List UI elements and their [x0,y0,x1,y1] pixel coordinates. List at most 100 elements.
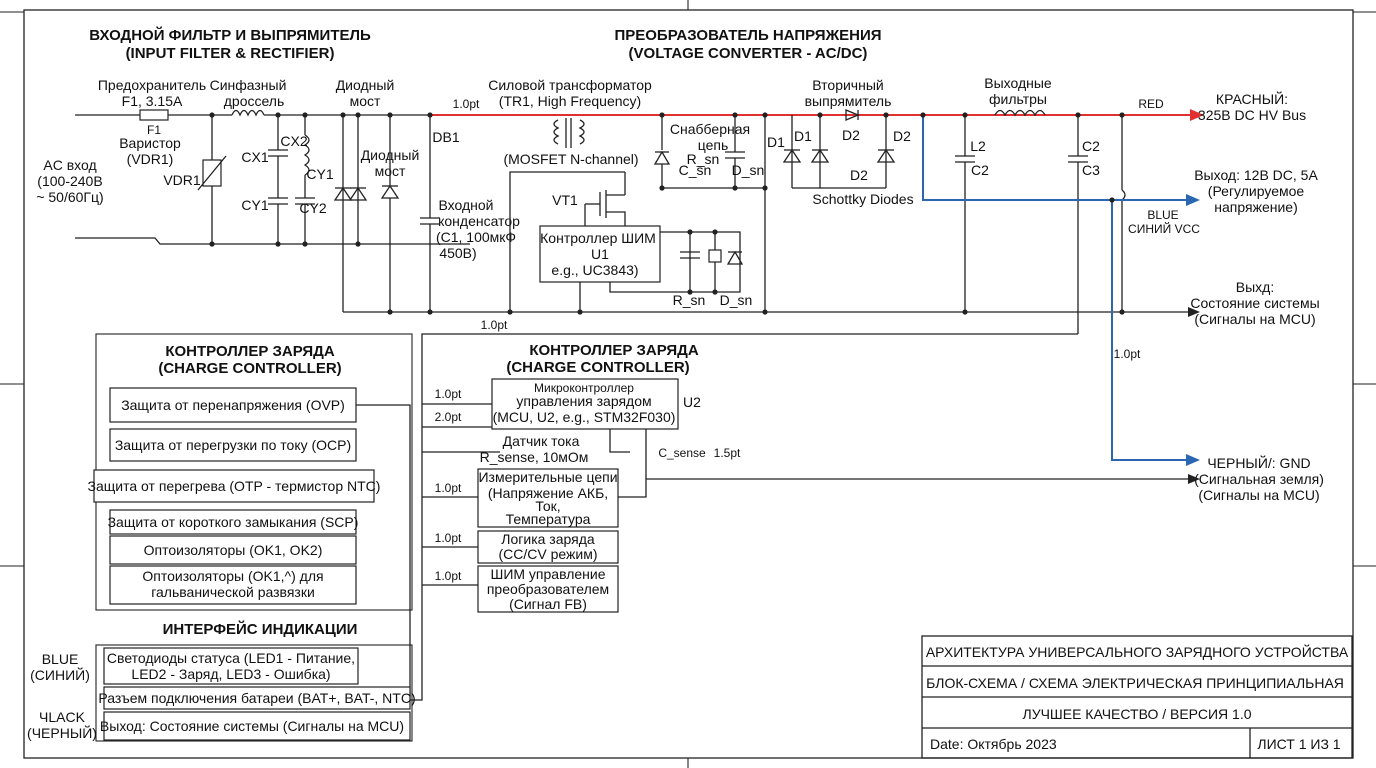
ac-input-range: (100-240В [37,173,102,189]
mcu-label: Микроконтроллер [534,381,634,395]
pt-2: 2.0pt [435,410,462,424]
ovp-label: Защита от перенапряжения (OVP) [121,397,345,413]
v12-output-sub: (Регулируемое [1208,183,1305,199]
bridge1-label-2: мост [350,93,381,109]
indication-title: ИНТЕРФЕЙС ИНДИКАЦИИ [163,620,358,638]
vdr1-label: VDR1 [163,172,201,188]
varistor-label: Варистор [119,135,181,151]
pt-top: 1.0pt [453,97,480,111]
charge-controller-left: КОНТРОЛЛЕР ЗАРЯДА (CHARGE CONTROLLER) За… [88,333,413,700]
mosfet-label: (MOSFET N-channel) [503,151,638,167]
c2b-label: C2 [1082,138,1100,154]
ovp-block [109,387,357,423]
l2-label: L2 [970,138,986,154]
section-titles: ВХОДНОЙ ФИЛЬТР И ВЫПРЯМИТЕЛЬ (INPUT FILT… [89,26,881,62]
secondary-diodes [764,109,896,312]
title-block-title: АРХИТЕКТУРА УНИВЕРСАЛЬНОГО ЗАРЯДНОГО УСТ… [926,643,1349,660]
pt-3: 1.0pt [435,481,462,495]
red-output-value: 325В DC HV Bus [1198,107,1306,123]
pt-bottom: 1.0pt [481,318,508,332]
transformer-ref: (TR1, High Frequency) [499,93,641,109]
bridge2-diode [380,184,400,199]
d1a-label: D1 [767,134,785,150]
fuse-label: Предохранитель [98,77,206,93]
c3-label: C3 [1082,162,1100,178]
db1-label: DB1 [432,129,459,145]
battery-connector-label: Разъем подключения батареи (BAT+, BAT-, … [98,690,415,706]
schottky-label: Schottky Diodes [812,191,913,207]
battery-connector-block [103,686,411,710]
isolation-label: Оптоизоляторы (OK1,^) для [142,568,323,584]
charge-left-subtitle: (CHARGE CONTROLLER) [158,360,341,377]
charge-left-title: КОНТРОЛЛЕР ЗАРЯДА [165,343,334,360]
mcu-label-3: (MCU, U2, e.g., STM32F030) [493,409,676,425]
transformer-symbol [553,118,585,148]
scp-label: Защита от короткого замыкания (SCP) [108,514,359,530]
cy1a-label: CY1 [241,197,268,213]
pwm-control-label-2: преобразователем [487,581,609,597]
secondary-rectifier-label-2: выпрямитель [805,93,892,109]
input-section-title: ВХОДНОЙ ФИЛЬТР И ВЫПРЯМИТЕЛЬ [89,26,371,44]
cx1-label: CX1 [241,149,268,165]
cy1b-label: CY1 [306,166,333,182]
black-label-2: (ЧЕРНЫЙ) [27,724,97,741]
red-output-title: КРАСНЫЙ: [1216,90,1288,107]
charge-logic-mode: (CC/CV режим) [499,546,598,562]
blue-label-2: (СИНИЙ) [30,666,90,683]
charge-mid-subtitle: (CHARGE CONTROLLER) [506,359,689,376]
input-cap-voltage: 450В) [439,245,476,261]
gnd-output-sub-2: (Сигналы на MCU) [1198,487,1319,503]
gnd-output-title: ЧЕРНЫЙ/: GND [1207,454,1310,471]
snubber-label: Снабберная [670,121,750,137]
charge-logic-block [477,530,619,564]
output-filters-label: Выходные [984,75,1052,91]
red-wire-label: RED [1138,97,1164,111]
pwm-controller-ref: U1 [591,246,609,262]
d2b-label: D2 [893,128,911,144]
input-section-subtitle: (INPUT FILTER & RECTIFIER) [126,45,335,62]
input-cap-label: Входной [438,197,493,213]
u2-label: U2 [683,394,701,410]
choke-label: Синфазный [210,77,287,93]
gnd-output-sub: (Сигнальная земля) [1194,471,1324,487]
converter-section-subtitle: (VOLTAGE CONVERTER - AC/DC) [629,45,868,62]
title-block-subtitle: БЛОК-СХЕМА / СХЕМА ЭЛЕКТРИЧЕСКАЯ ПРИНЦИП… [926,675,1344,691]
output-filters-label-2: фильтры [989,91,1047,107]
d-sn-label: D_sn [732,162,765,178]
current-sense-label: Датчик тока [503,433,580,449]
indication-interface: ИНТЕРФЕЙС ИНДИКАЦИИ BLUE (СИНИЙ) ЧLACK (… [27,620,416,742]
cy2-label: CY2 [299,200,326,216]
output-inductor [994,109,1046,117]
measurement-block [477,468,619,528]
title-block-sheet: ЛИСТ 1 ИЗ 1 [1257,736,1340,752]
measurement-label-4: Температура [506,511,591,527]
charge-controller-mid: КОНТРОЛЛЕР ЗАРЯДА (CHARGE CONTROLLER) Ми… [422,342,1200,613]
ac-input-label: AC вход [43,157,96,173]
pwm-controller-box [539,225,661,283]
charge-mid-title: КОНТРОЛЛЕР ЗАРЯДА [529,342,698,359]
r-sn-label: R_sn [687,151,720,167]
title-block-date: Date: Октябрь 2023 [930,736,1057,752]
varistor-ref: (VDR1) [127,151,174,167]
pt-4: 1.0pt [435,531,462,545]
black-label: ЧLACK [39,709,86,725]
v12-output-title: Выход: 12В DC, 5A [1194,167,1318,183]
mcu-block [491,378,679,430]
input-cap-label-2: конденсатор [438,213,520,229]
optocoupler-block [109,535,357,565]
r-sn-low-label: R_sn [673,292,706,308]
d2a-label: D2 [842,127,860,143]
pwm-control-block [477,565,619,613]
c2a-label: C2 [971,162,989,178]
vt1-label: VT1 [552,192,578,208]
isolation-block [109,565,357,605]
voltage-converter: DB1 1.0pt Входной конденсатор (C1, 100мк… [209,75,1204,701]
ac-input-freq: ~ 50/60Гц) [36,189,103,205]
led-block [103,647,359,685]
blue-vcc-label-2: СИНИЙ VCC [1128,221,1200,236]
title-block: АРХИТЕКТУРА УНИВЕРСАЛЬНОГО ЗАРЯДНОГО УСТ… [921,635,1353,759]
ocp-label: Защита от перегрузки по току (OCP) [115,437,351,453]
d1b-label: D1 [794,128,812,144]
blue-vcc-label: BLUE [1147,208,1178,222]
